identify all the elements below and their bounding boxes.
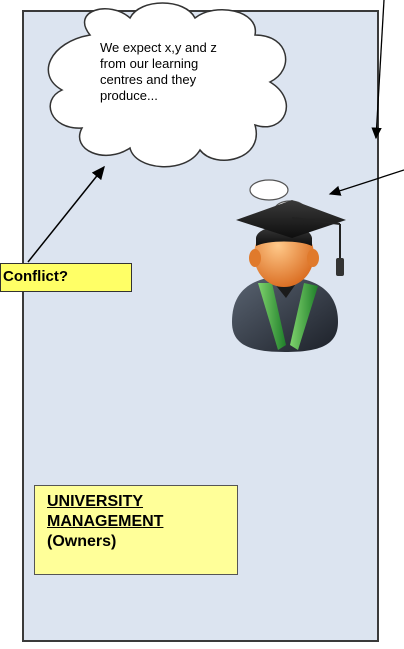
cloud-text-line: We expect x,y and z [100,40,217,55]
cloud-text-line: produce... [100,88,158,103]
arrow-conflict-to-cloud [27,165,105,263]
owner-title-line2: MANAGEMENT [47,513,164,530]
owner-subtitle: (Owners) [47,533,117,550]
owner-title-line1: UNIVERSITY [47,493,144,510]
cloud-text-line: from our learning [100,56,199,71]
thought-cloud [47,2,288,168]
cloud-text: We expect x,y and z from our learning ce… [100,40,260,104]
owner-label-box: UNIVERSITY MANAGEMENT (Owners) [34,485,238,575]
arrow-top-down [371,0,385,140]
arrow-to-student [328,169,404,196]
cloud-text-line: centres and they [100,72,197,87]
conflict-label: Conflict? [0,263,132,292]
graduate-student-icon [232,200,346,352]
